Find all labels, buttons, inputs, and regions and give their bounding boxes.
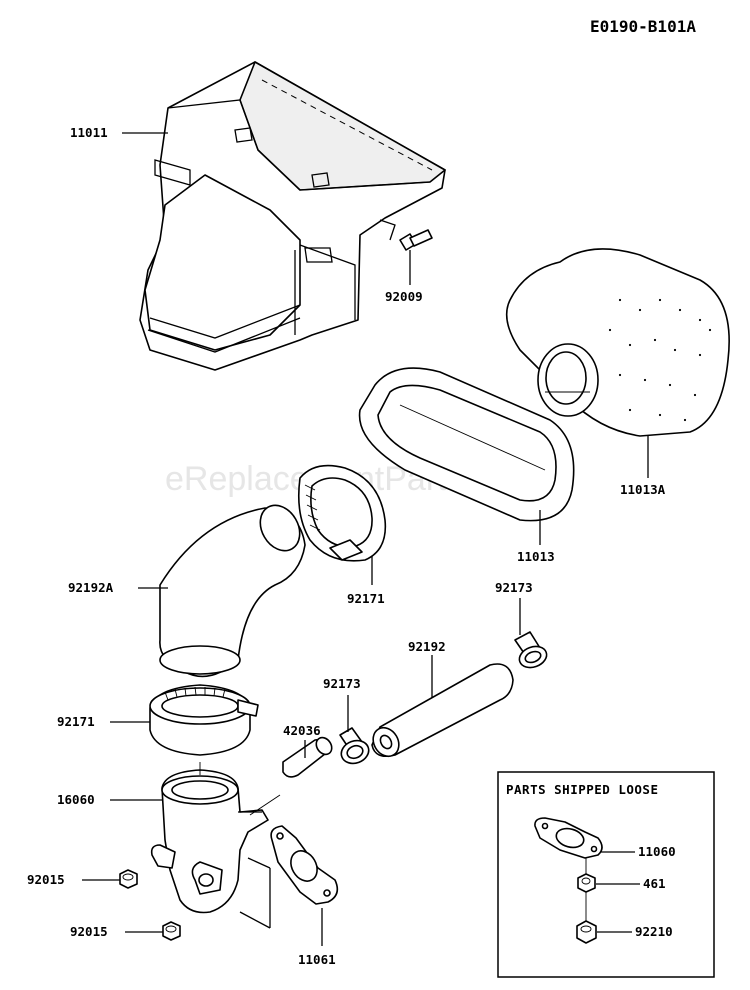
parts-shipped-loose-box — [497, 771, 715, 978]
part-11061-gasket[interactable] — [270, 825, 339, 905]
label-461[interactable]: 461 — [643, 876, 666, 891]
label-11061[interactable]: 11061 — [298, 952, 336, 967]
part-92171-clamp-lower[interactable] — [149, 684, 259, 756]
part-11060-gasket[interactable] — [534, 817, 603, 859]
part-92173-clamp-mid[interactable] — [338, 727, 372, 767]
label-16060[interactable]: 16060 — [57, 792, 95, 807]
label-11060[interactable]: 11060 — [638, 844, 676, 859]
label-92173-right[interactable]: 92173 — [495, 580, 533, 595]
part-92015-nut-b[interactable] — [162, 921, 181, 941]
label-92171-upper[interactable]: 92171 — [347, 591, 385, 606]
label-92173-mid[interactable]: 92173 — [323, 676, 361, 691]
label-92171-lower[interactable]: 92171 — [57, 714, 95, 729]
guide-line-11061 — [239, 857, 271, 929]
label-92210[interactable]: 92210 — [635, 924, 673, 939]
label-92192[interactable]: 92192 — [408, 639, 446, 654]
part-42036-fitting[interactable] — [282, 735, 335, 778]
part-16060-intake-elbow[interactable] — [150, 769, 269, 914]
label-92009[interactable]: 92009 — [385, 289, 423, 304]
label-11013A[interactable]: 11013A — [620, 482, 666, 497]
label-92015-b[interactable]: 92015 — [70, 924, 108, 939]
part-11013A-air-filter-element[interactable] — [505, 248, 730, 437]
part-92210-nut[interactable] — [576, 920, 597, 944]
part-11013-pre-filter[interactable] — [358, 367, 575, 522]
guide-line-16060-fitting — [249, 794, 281, 816]
label-92015-a[interactable]: 92015 — [27, 872, 65, 887]
label-11013[interactable]: 11013 — [517, 549, 555, 564]
part-92015-nut-a[interactable] — [119, 869, 138, 889]
part-92171-clamp-upper[interactable] — [297, 464, 387, 562]
part-92192A-elbow-hose[interactable] — [159, 498, 308, 678]
label-42036[interactable]: 42036 — [283, 723, 321, 738]
diagram-code: E0190-B101A — [590, 17, 696, 36]
part-92192-hose[interactable] — [368, 663, 514, 761]
part-92173-clamp-right[interactable] — [514, 631, 550, 671]
part-11011-housing[interactable] — [139, 61, 446, 371]
part-92009-screw[interactable] — [399, 229, 433, 251]
label-11011[interactable]: 11011 — [70, 125, 108, 140]
part-461-washer[interactable] — [577, 873, 596, 893]
parts-shipped-loose-title: PARTS SHIPPED LOOSE — [506, 782, 659, 797]
label-92192A[interactable]: 92192A — [68, 580, 114, 595]
